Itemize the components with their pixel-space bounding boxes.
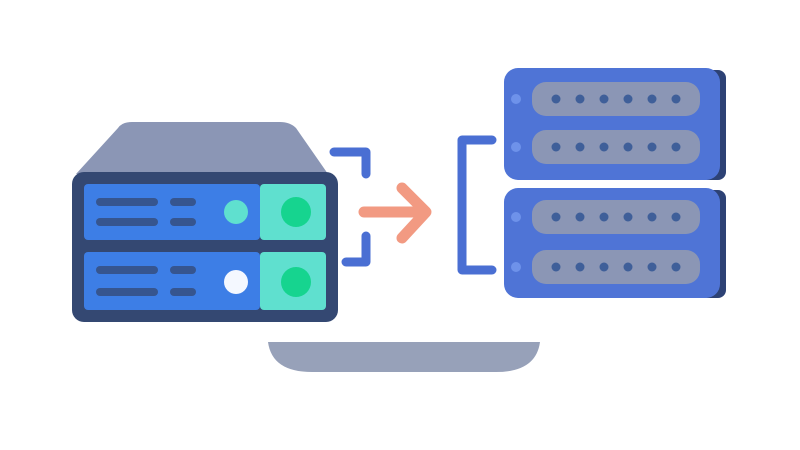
server-lid bbox=[76, 122, 328, 174]
rack-led bbox=[511, 212, 521, 222]
slot-line bbox=[96, 198, 158, 206]
rack-slot bbox=[532, 250, 700, 284]
slot-line bbox=[96, 218, 158, 226]
rack-led bbox=[511, 142, 521, 152]
source-server-icon bbox=[72, 122, 338, 322]
slot-line bbox=[170, 218, 196, 226]
shadow-tray bbox=[268, 342, 540, 372]
target-server-rack-icon bbox=[504, 68, 726, 298]
transfer-arrow-icon bbox=[358, 182, 432, 244]
rack-vent-dots bbox=[551, 212, 681, 222]
status-led bbox=[224, 200, 248, 224]
rack-slot bbox=[532, 82, 700, 116]
rack-led bbox=[511, 262, 521, 272]
power-led bbox=[281, 197, 311, 227]
power-led bbox=[281, 267, 311, 297]
slot-line bbox=[96, 288, 158, 296]
left-bracket-icon bbox=[329, 147, 371, 267]
rack-led bbox=[511, 94, 521, 104]
rack-vent-dots bbox=[551, 142, 681, 152]
right-bracket-icon bbox=[457, 135, 497, 275]
server-divider bbox=[84, 240, 326, 252]
slot-line bbox=[170, 288, 196, 296]
rack-slot bbox=[532, 130, 700, 164]
rack-vent-dots bbox=[551, 262, 681, 272]
slot-line bbox=[170, 198, 196, 206]
rack-slot bbox=[532, 200, 700, 234]
slot-line bbox=[96, 266, 158, 274]
status-led bbox=[224, 270, 248, 294]
rack-vent-dots bbox=[551, 94, 681, 104]
slot-line bbox=[170, 266, 196, 274]
